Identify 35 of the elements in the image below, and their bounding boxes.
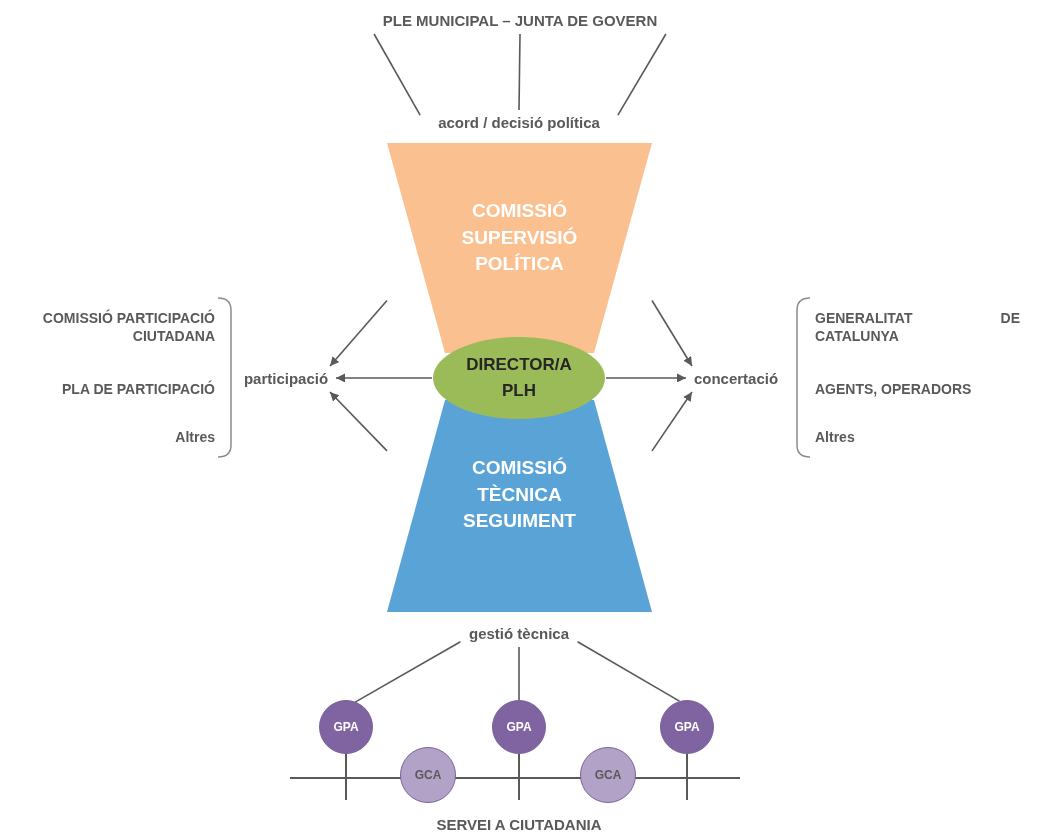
list-item: GENERALITAT DE CATALUNYA [815,309,1020,346]
connector-line [518,646,520,701]
arrow [335,373,433,383]
group-circle: GPA [319,700,373,754]
arrow [605,373,687,383]
arrow [329,299,388,367]
connector-line [373,33,421,116]
role-title: DIRECTOR/A PLH [465,354,573,402]
group-circle: GPA [660,700,714,754]
text-label: concertació [686,366,786,392]
list-item: Altres [815,428,856,447]
section-title: COMISSIÓ TÈCNICA SEGUIMENT [462,456,577,534]
text-label: SERVEI A CIUTADANIA [420,812,618,838]
section-title: COMISSIÓ SUPERVISIÓ POLÍTICA [460,199,579,277]
group-circle: GCA [580,747,636,803]
funnel-section [387,143,652,353]
group-circle: GPA [492,700,546,754]
group-circle: GCA [400,747,456,803]
connector-line [576,641,681,702]
connector-line [617,33,667,116]
funnel-section [387,400,652,612]
connector-line [518,33,521,111]
text-label: acord / decisió política [416,110,622,136]
arrow [651,299,693,367]
text-label: PLE MUNICIPAL – JUNTA DE GOVERN [368,8,672,34]
list-item: Altres [174,428,215,447]
text-label: gestió tècnica [458,621,580,647]
text-label: participació [236,366,336,392]
list-item: COMISSIÓ PARTICIPACIÓ CIUTADANA [41,309,215,346]
list-item: PLA DE PARTICIPACIÓ [61,380,215,399]
arrow [329,391,388,452]
list-item: AGENTS, OPERADORS [815,380,973,399]
arrow [651,391,693,452]
director-ellipse [432,336,606,420]
connector-line [354,641,462,703]
